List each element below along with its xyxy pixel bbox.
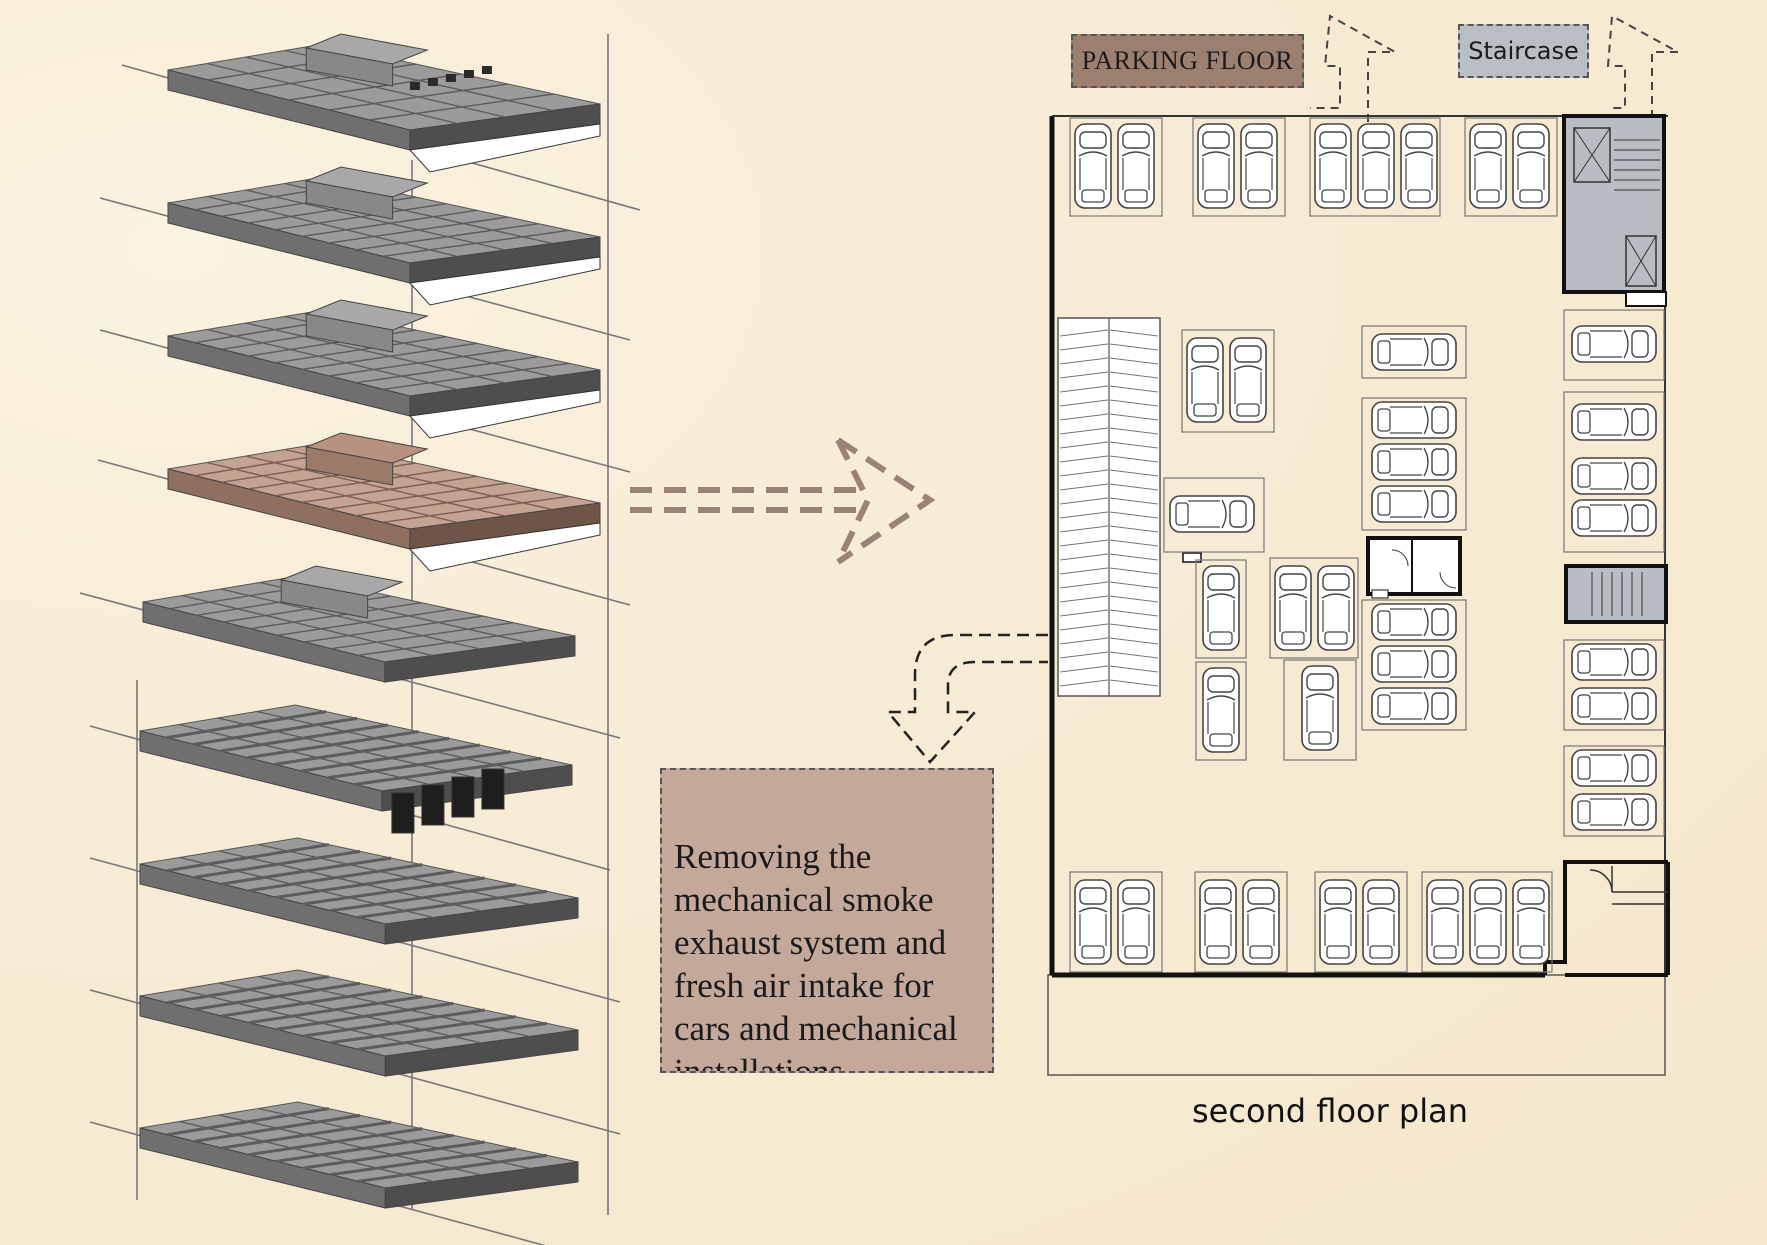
parking-stall — [1195, 661, 1247, 761]
parking-stall — [1361, 397, 1467, 531]
car-icon — [1571, 749, 1657, 787]
car-icon — [1274, 565, 1312, 651]
exploded-floor-slab — [139, 837, 579, 945]
plan-caption: second floor plan — [1191, 1092, 1469, 1130]
parking-stall — [1069, 871, 1163, 973]
parking-stall — [1309, 117, 1441, 217]
car-icon — [1371, 687, 1457, 725]
exploded-floor-slab — [167, 166, 601, 306]
parking-stall — [1283, 659, 1357, 761]
car-icon — [1571, 643, 1657, 681]
parking-stall — [1314, 871, 1408, 973]
parking-stall — [1069, 117, 1163, 217]
car-icon — [1117, 123, 1155, 209]
parking-stall — [1361, 325, 1467, 379]
note-box: Removing the mechanical smoke exhaust sy… — [660, 768, 994, 1073]
car-icon — [1186, 337, 1224, 423]
car-icon — [1371, 401, 1457, 439]
parking-stall — [1421, 871, 1553, 973]
exploded-floor-slab — [139, 704, 573, 834]
exploded-building-view — [79, 33, 641, 1245]
staircase-icon — [1562, 114, 1667, 307]
car-icon — [1571, 403, 1657, 441]
car-icon — [1202, 565, 1240, 651]
car-icon — [1317, 565, 1355, 651]
parking-stall — [1563, 309, 1665, 381]
car-icon — [1074, 123, 1112, 209]
car-icon — [1197, 123, 1235, 209]
exploded-floor-slab — [139, 1101, 579, 1209]
car-icon — [1571, 793, 1657, 831]
dashed-arrow-icon — [630, 437, 936, 565]
car-icon — [1469, 123, 1507, 209]
second-floor-plan — [1047, 114, 1670, 1076]
service-room — [1543, 860, 1670, 977]
car-icon — [1357, 123, 1395, 209]
staircase-icon — [1366, 536, 1462, 599]
parking-stall — [1181, 329, 1275, 433]
exploded-floor-slab — [142, 565, 576, 683]
car-icon — [1169, 495, 1255, 533]
note-text: Removing the mechanical smoke exhaust sy… — [674, 837, 958, 1073]
parking-floor-label: PARKING FLOOR — [1081, 46, 1294, 75]
car-icon — [1362, 879, 1400, 965]
exploded-floor-slab — [139, 969, 579, 1077]
dashed-arrow-icon — [885, 633, 1048, 764]
car-icon — [1202, 667, 1240, 753]
car-icon — [1314, 123, 1352, 209]
parking-stall — [1163, 477, 1265, 553]
parking-stall — [1192, 117, 1286, 217]
car-icon — [1371, 645, 1457, 683]
exploded-floor-slab — [167, 299, 601, 439]
exploded-floor-slab — [167, 33, 601, 173]
car-icon — [1571, 499, 1657, 537]
dashed-arrow-icon — [1310, 14, 1679, 178]
ramp-icon — [1057, 317, 1161, 697]
car-icon — [1512, 123, 1550, 209]
car-icon — [1512, 879, 1550, 965]
car-icon — [1400, 123, 1438, 209]
car-icon — [1426, 879, 1464, 965]
parking-stall — [1563, 639, 1665, 731]
car-icon — [1240, 123, 1278, 209]
parking-floor-legend: PARKING FLOOR — [1071, 34, 1304, 88]
car-icon — [1571, 325, 1657, 363]
car-icon — [1117, 879, 1155, 965]
parking-stall — [1563, 745, 1665, 837]
staircase-label: Staircase — [1468, 37, 1579, 65]
staircase-legend: Staircase — [1458, 24, 1589, 78]
car-icon — [1371, 333, 1457, 371]
car-icon — [1242, 879, 1280, 965]
car-icon — [1319, 879, 1357, 965]
parking-stall — [1464, 117, 1558, 217]
car-icon — [1371, 603, 1457, 641]
exploded-floor-slab — [167, 432, 601, 572]
car-icon — [1371, 443, 1457, 481]
car-icon — [1199, 879, 1237, 965]
parking-stall — [1195, 559, 1247, 659]
car-icon — [1571, 687, 1657, 725]
parking-stall — [1194, 871, 1288, 973]
parking-stall — [1269, 557, 1359, 659]
car-icon — [1229, 337, 1267, 423]
parking-stall — [1563, 391, 1665, 553]
car-icon — [1469, 879, 1507, 965]
staircase-icon — [1564, 564, 1668, 624]
car-icon — [1571, 457, 1657, 495]
parking-stall — [1361, 599, 1467, 731]
car-icon — [1371, 485, 1457, 523]
car-icon — [1074, 879, 1112, 965]
parking-stalls — [1069, 117, 1665, 973]
car-icon — [1301, 665, 1339, 751]
